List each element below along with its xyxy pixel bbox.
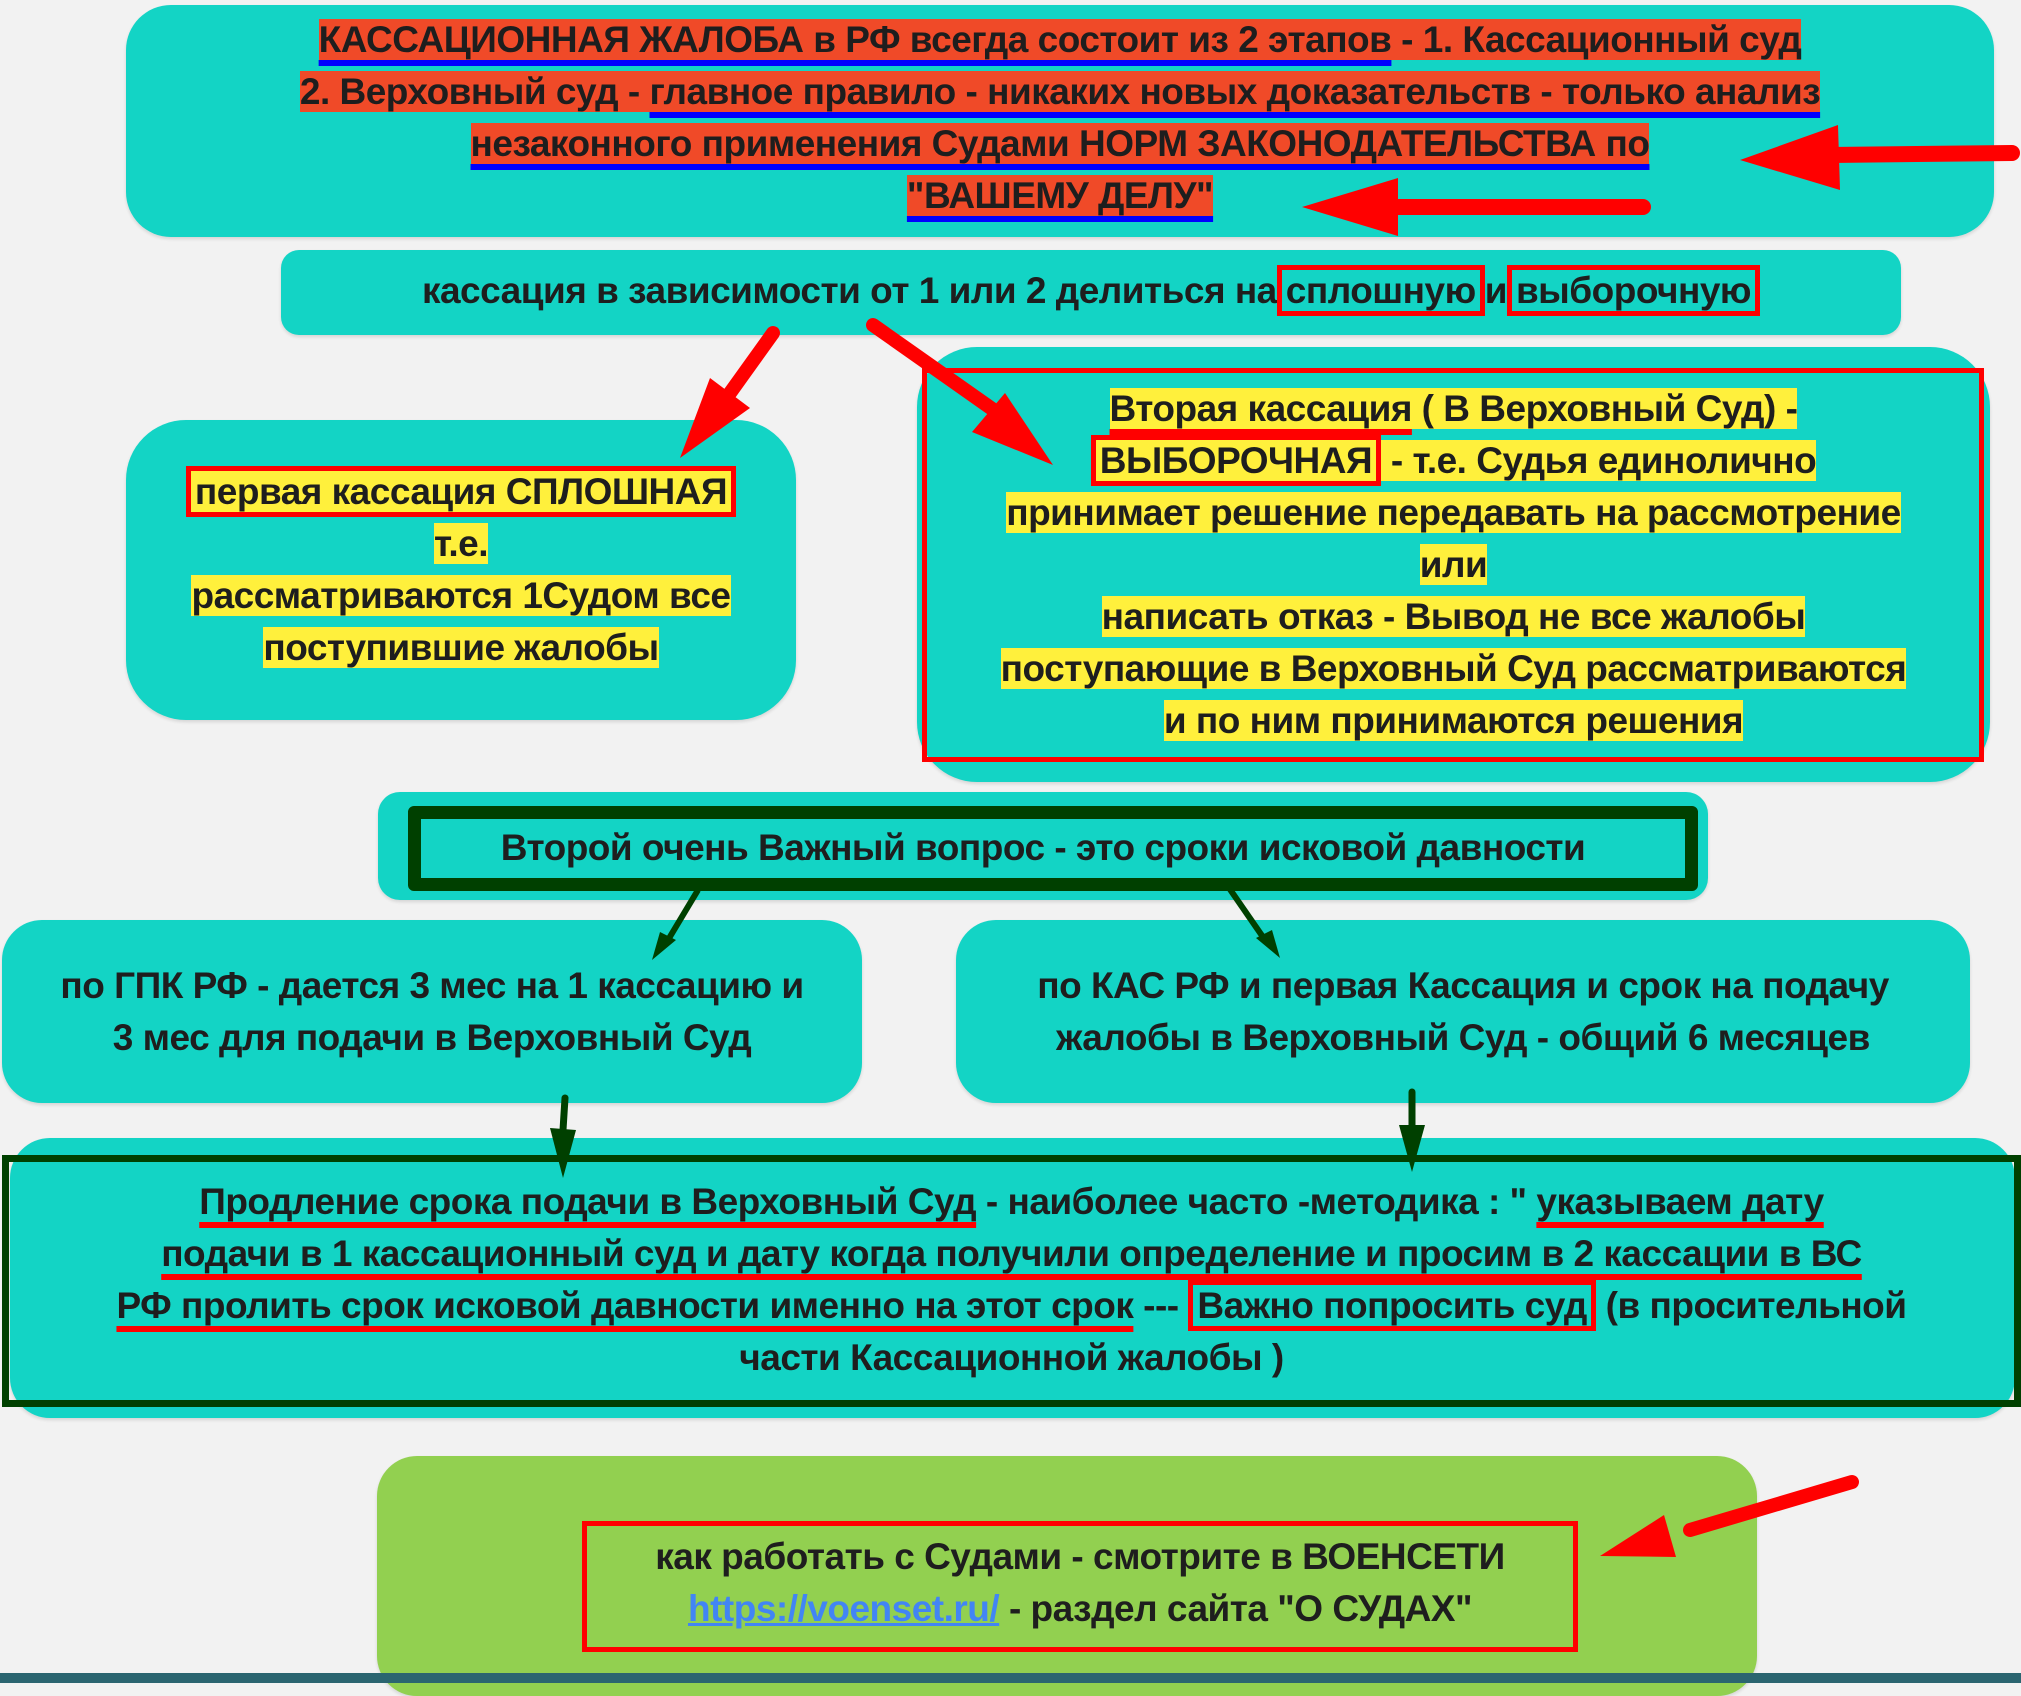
solid-line4: поступившие жалобы — [263, 627, 659, 668]
top-line3: незаконного применения Судами НОРМ ЗАКОН… — [470, 123, 1650, 164]
top-line4: "ВАШЕМУ ДЕЛУ" — [906, 175, 1214, 216]
solid-cassation-title: первая кассация СПЛОШНАЯ — [185, 466, 737, 517]
extension-line1-mid: - наиболее часто -методика : " — [976, 1181, 1537, 1222]
selective-cassation-frame — [922, 368, 1984, 762]
kas-text: по КАС РФ и первая Кассация и срок на по… — [956, 960, 1970, 1064]
solid-line3: рассматриваются 1Судом все — [191, 575, 731, 616]
selective-title-rest: ( В Верховный Суд) - — [1411, 388, 1798, 429]
extension-framed: Важно попросить суд — [1188, 1280, 1596, 1331]
kas-line1: по КАС РФ и первая Кассация и срок на по… — [1037, 965, 1889, 1006]
top-line2-underlined: главное правило - никаких новых доказате… — [649, 71, 1821, 112]
option-selective-frame: выборочную — [1506, 265, 1761, 316]
footer-line2-rest: - раздел сайта "О СУДАХ" — [999, 1588, 1473, 1629]
extension-line3-rest: (в просительной — [1595, 1285, 1907, 1326]
top-line2: 2. Верховный суд - главное правило - ник… — [299, 71, 1821, 112]
gpk-box — [2, 920, 862, 1103]
kas-box — [956, 920, 1970, 1103]
kas-line2: жалобы в Верховный Суд - общий 6 месяцев — [1056, 1017, 1870, 1058]
selective-line6: поступающие в Верховный Суд рассматриваю… — [1000, 648, 1907, 689]
selective-framed-word: ВЫБОРОЧНАЯ — [1090, 435, 1382, 486]
voenset-link[interactable]: https://voenset.ru/ — [687, 1588, 1000, 1629]
extension-line4: части Кассационной жалобы ) — [739, 1337, 1284, 1378]
question-text: Второй очень Важный вопрос - это сроки и… — [500, 827, 1586, 868]
top-line1-rest: - 1. Кассационный суд — [1391, 19, 1802, 60]
bottom-bar — [0, 1673, 2021, 1683]
solid-line2: т.е. — [433, 523, 489, 564]
split-box-text: кассация в зависимости от 1 или 2 делить… — [281, 265, 1901, 317]
top-line1: КАССАЦИОННАЯ ЖАЛОБА в РФ всегда состоит … — [318, 19, 1802, 60]
extension-frame — [2, 1155, 2021, 1407]
selective-title-underlined: Вторая кассация — [1109, 388, 1413, 429]
selective-line2-rest: - т.е. Судья единолично — [1381, 440, 1817, 481]
top-box-text: КАССАЦИОННАЯ ЖАЛОБА в РФ всегда состоит … — [126, 14, 1994, 222]
question-frame — [408, 806, 1698, 891]
footer-text: как работать с Судами - смотрите в ВОЕНС… — [582, 1531, 1578, 1635]
split-text-start: кассация в зависимости от 1 или 2 делить… — [421, 270, 1277, 311]
gpk-line1: по ГПК РФ - дается 3 мес на 1 кассацию и — [60, 965, 804, 1006]
extension-box — [10, 1138, 2015, 1418]
extension-line3-underlined: РФ пролить срок исковой давности именно … — [116, 1285, 1134, 1326]
solid-cassation-text: первая кассация СПЛОШНАЯ т.е. рассматрив… — [126, 466, 796, 674]
footer-frame — [582, 1521, 1578, 1652]
selective-cassation-text: Вторая кассация ( В Верховный Суд) - ВЫБ… — [917, 383, 1990, 747]
split-connector: и — [1484, 270, 1508, 311]
selective-line1: Вторая кассация ( В Верховный Суд) - — [1109, 388, 1798, 429]
selective-line3: принимает решение передавать на рассмотр… — [1006, 492, 1901, 533]
top-line2-start: 2. Верховный суд - — [299, 71, 650, 112]
selective-line2: ВЫБОРОЧНАЯ - т.е. Судья единолично — [1090, 435, 1817, 486]
extension-line2: подачи в 1 кассационный суд и дату когда… — [161, 1233, 1862, 1274]
gpk-text: по ГПК РФ - дается 3 мес на 1 кассацию и… — [2, 960, 862, 1064]
extension-line1-underlined2: указываем дату — [1536, 1181, 1824, 1222]
option-solid-frame: сплошную — [1276, 265, 1485, 316]
extension-text: Продление срока подачи в Верховный Суд -… — [2, 1176, 2021, 1384]
selective-line7: и по ним принимаются решения — [1163, 700, 1744, 741]
split-box — [281, 250, 1901, 335]
top-line1-underlined: КАССАЦИОННАЯ ЖАЛОБА в РФ всегда состоит … — [318, 19, 1392, 60]
gpk-line2: 3 мес для подачи в Верховный Суд — [112, 1017, 752, 1058]
selective-line4: или — [1419, 544, 1488, 585]
selective-line5: написать отказ - Вывод не все жалобы — [1101, 596, 1806, 637]
extension-line1-underlined: Продление срока подачи в Верховный Суд — [199, 1181, 977, 1222]
extension-line3-dashes: --- — [1133, 1285, 1189, 1326]
footer-line1: как работать с Судами - смотрите в ВОЕНС… — [655, 1536, 1505, 1577]
footer-box — [377, 1456, 1757, 1696]
